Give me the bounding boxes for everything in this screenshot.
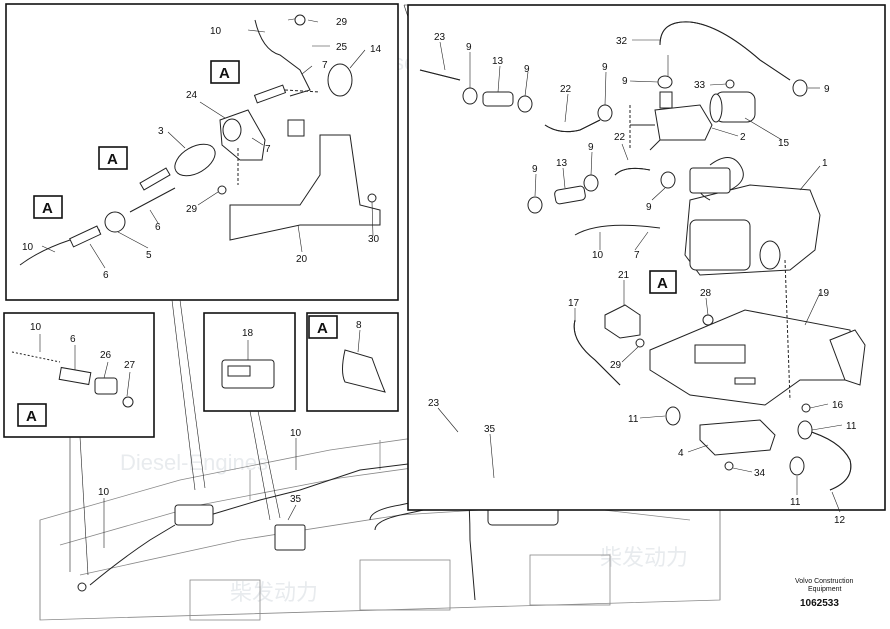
section-marker-a: A xyxy=(26,408,37,425)
callout-9: 9 xyxy=(588,142,594,153)
callout-6: 6 xyxy=(155,222,161,233)
watermark-cn: 柴发动力 xyxy=(600,545,688,570)
callout-35: 35 xyxy=(484,424,496,435)
section-marker-a: A xyxy=(317,320,328,337)
callout-34: 34 xyxy=(754,468,766,479)
detail-box-connector: 10 6 26 27 A xyxy=(3,312,155,438)
callout-6: 6 xyxy=(103,270,109,281)
callout-13: 13 xyxy=(556,158,568,169)
callout-20: 20 xyxy=(296,254,308,265)
callout-2: 2 xyxy=(740,132,746,143)
callout-10: 10 xyxy=(22,242,34,253)
company-name: Volvo Construction xyxy=(795,578,853,585)
callout-8: 8 xyxy=(356,320,362,331)
callout-7: 7 xyxy=(634,250,640,261)
callout-12: 12 xyxy=(834,515,846,526)
callout-10: 10 xyxy=(210,26,222,37)
callout-10: 10 xyxy=(592,250,604,261)
callout-30: 30 xyxy=(368,234,380,245)
callout-14: 14 xyxy=(370,44,382,55)
callout-7: 7 xyxy=(322,60,328,71)
callout-16: 16 xyxy=(832,400,844,411)
callout-9: 9 xyxy=(524,64,530,75)
callout-9: 9 xyxy=(824,84,830,95)
section-marker-a: A xyxy=(219,65,230,82)
callout-9: 9 xyxy=(622,76,628,87)
callout-11: 11 xyxy=(846,421,857,432)
callout-1: 1 xyxy=(822,158,828,169)
callout-26: 26 xyxy=(100,350,112,361)
drawing-number: 1062533 xyxy=(800,598,839,609)
callout-10: 10 xyxy=(290,428,302,439)
callout-5: 5 xyxy=(146,250,152,261)
callout-22: 22 xyxy=(614,132,626,143)
detail-box-heater: 23 9 13 9 22 9 32 9 33 9 2 22 15 9 13 9 … xyxy=(407,4,886,526)
watermark-cn: 柴发动力 xyxy=(230,580,318,605)
callout-11: 11 xyxy=(628,414,639,425)
callout-25: 25 xyxy=(336,42,348,53)
machine-callouts: 23 35 10 35 10 xyxy=(98,398,496,548)
callout-10: 10 xyxy=(98,487,110,498)
callout-18: 18 xyxy=(242,328,254,339)
callout-9: 9 xyxy=(646,202,652,213)
callout-11: 11 xyxy=(790,497,801,508)
callout-29: 29 xyxy=(610,360,622,371)
section-marker-a: A xyxy=(657,275,668,292)
callout-7: 7 xyxy=(265,144,271,155)
callout-27: 27 xyxy=(124,360,136,371)
callout-19: 19 xyxy=(818,288,830,299)
callout-10: 10 xyxy=(30,322,42,333)
section-marker-a: A xyxy=(42,200,53,217)
section-marker-a: A xyxy=(107,151,118,168)
drawing-footer: Volvo Construction Equipment 1062533 xyxy=(795,578,853,609)
callout-29: 29 xyxy=(336,17,348,28)
callout-13: 13 xyxy=(492,56,504,67)
callout-28: 28 xyxy=(700,288,712,299)
callout-3: 3 xyxy=(158,126,164,137)
callout-23: 23 xyxy=(428,398,440,409)
detail-box-clamp: 8 A xyxy=(306,312,399,412)
callout-6: 6 xyxy=(70,334,76,345)
watermark-en: Diesel-Engines xyxy=(120,450,268,475)
callout-4: 4 xyxy=(678,448,684,459)
callout-9: 9 xyxy=(466,42,472,53)
callout-9: 9 xyxy=(602,62,608,73)
callout-15: 15 xyxy=(778,138,790,149)
detail-box-fuel-pump: 10 29 25 14 7 24 3 7 29 6 5 10 6 20 30 A… xyxy=(5,3,399,301)
company-subname: Equipment xyxy=(808,586,842,593)
detail-box-timer: 18 xyxy=(203,312,296,412)
callout-9: 9 xyxy=(532,164,538,175)
callout-17: 17 xyxy=(568,298,580,309)
callout-24: 24 xyxy=(186,90,198,101)
callout-32: 32 xyxy=(616,36,628,47)
callout-33: 33 xyxy=(694,80,706,91)
callout-22: 22 xyxy=(560,84,572,95)
callout-29: 29 xyxy=(186,204,198,215)
callout-23: 23 xyxy=(434,32,446,43)
callout-21: 21 xyxy=(618,270,630,281)
callout-35: 35 xyxy=(290,494,302,505)
